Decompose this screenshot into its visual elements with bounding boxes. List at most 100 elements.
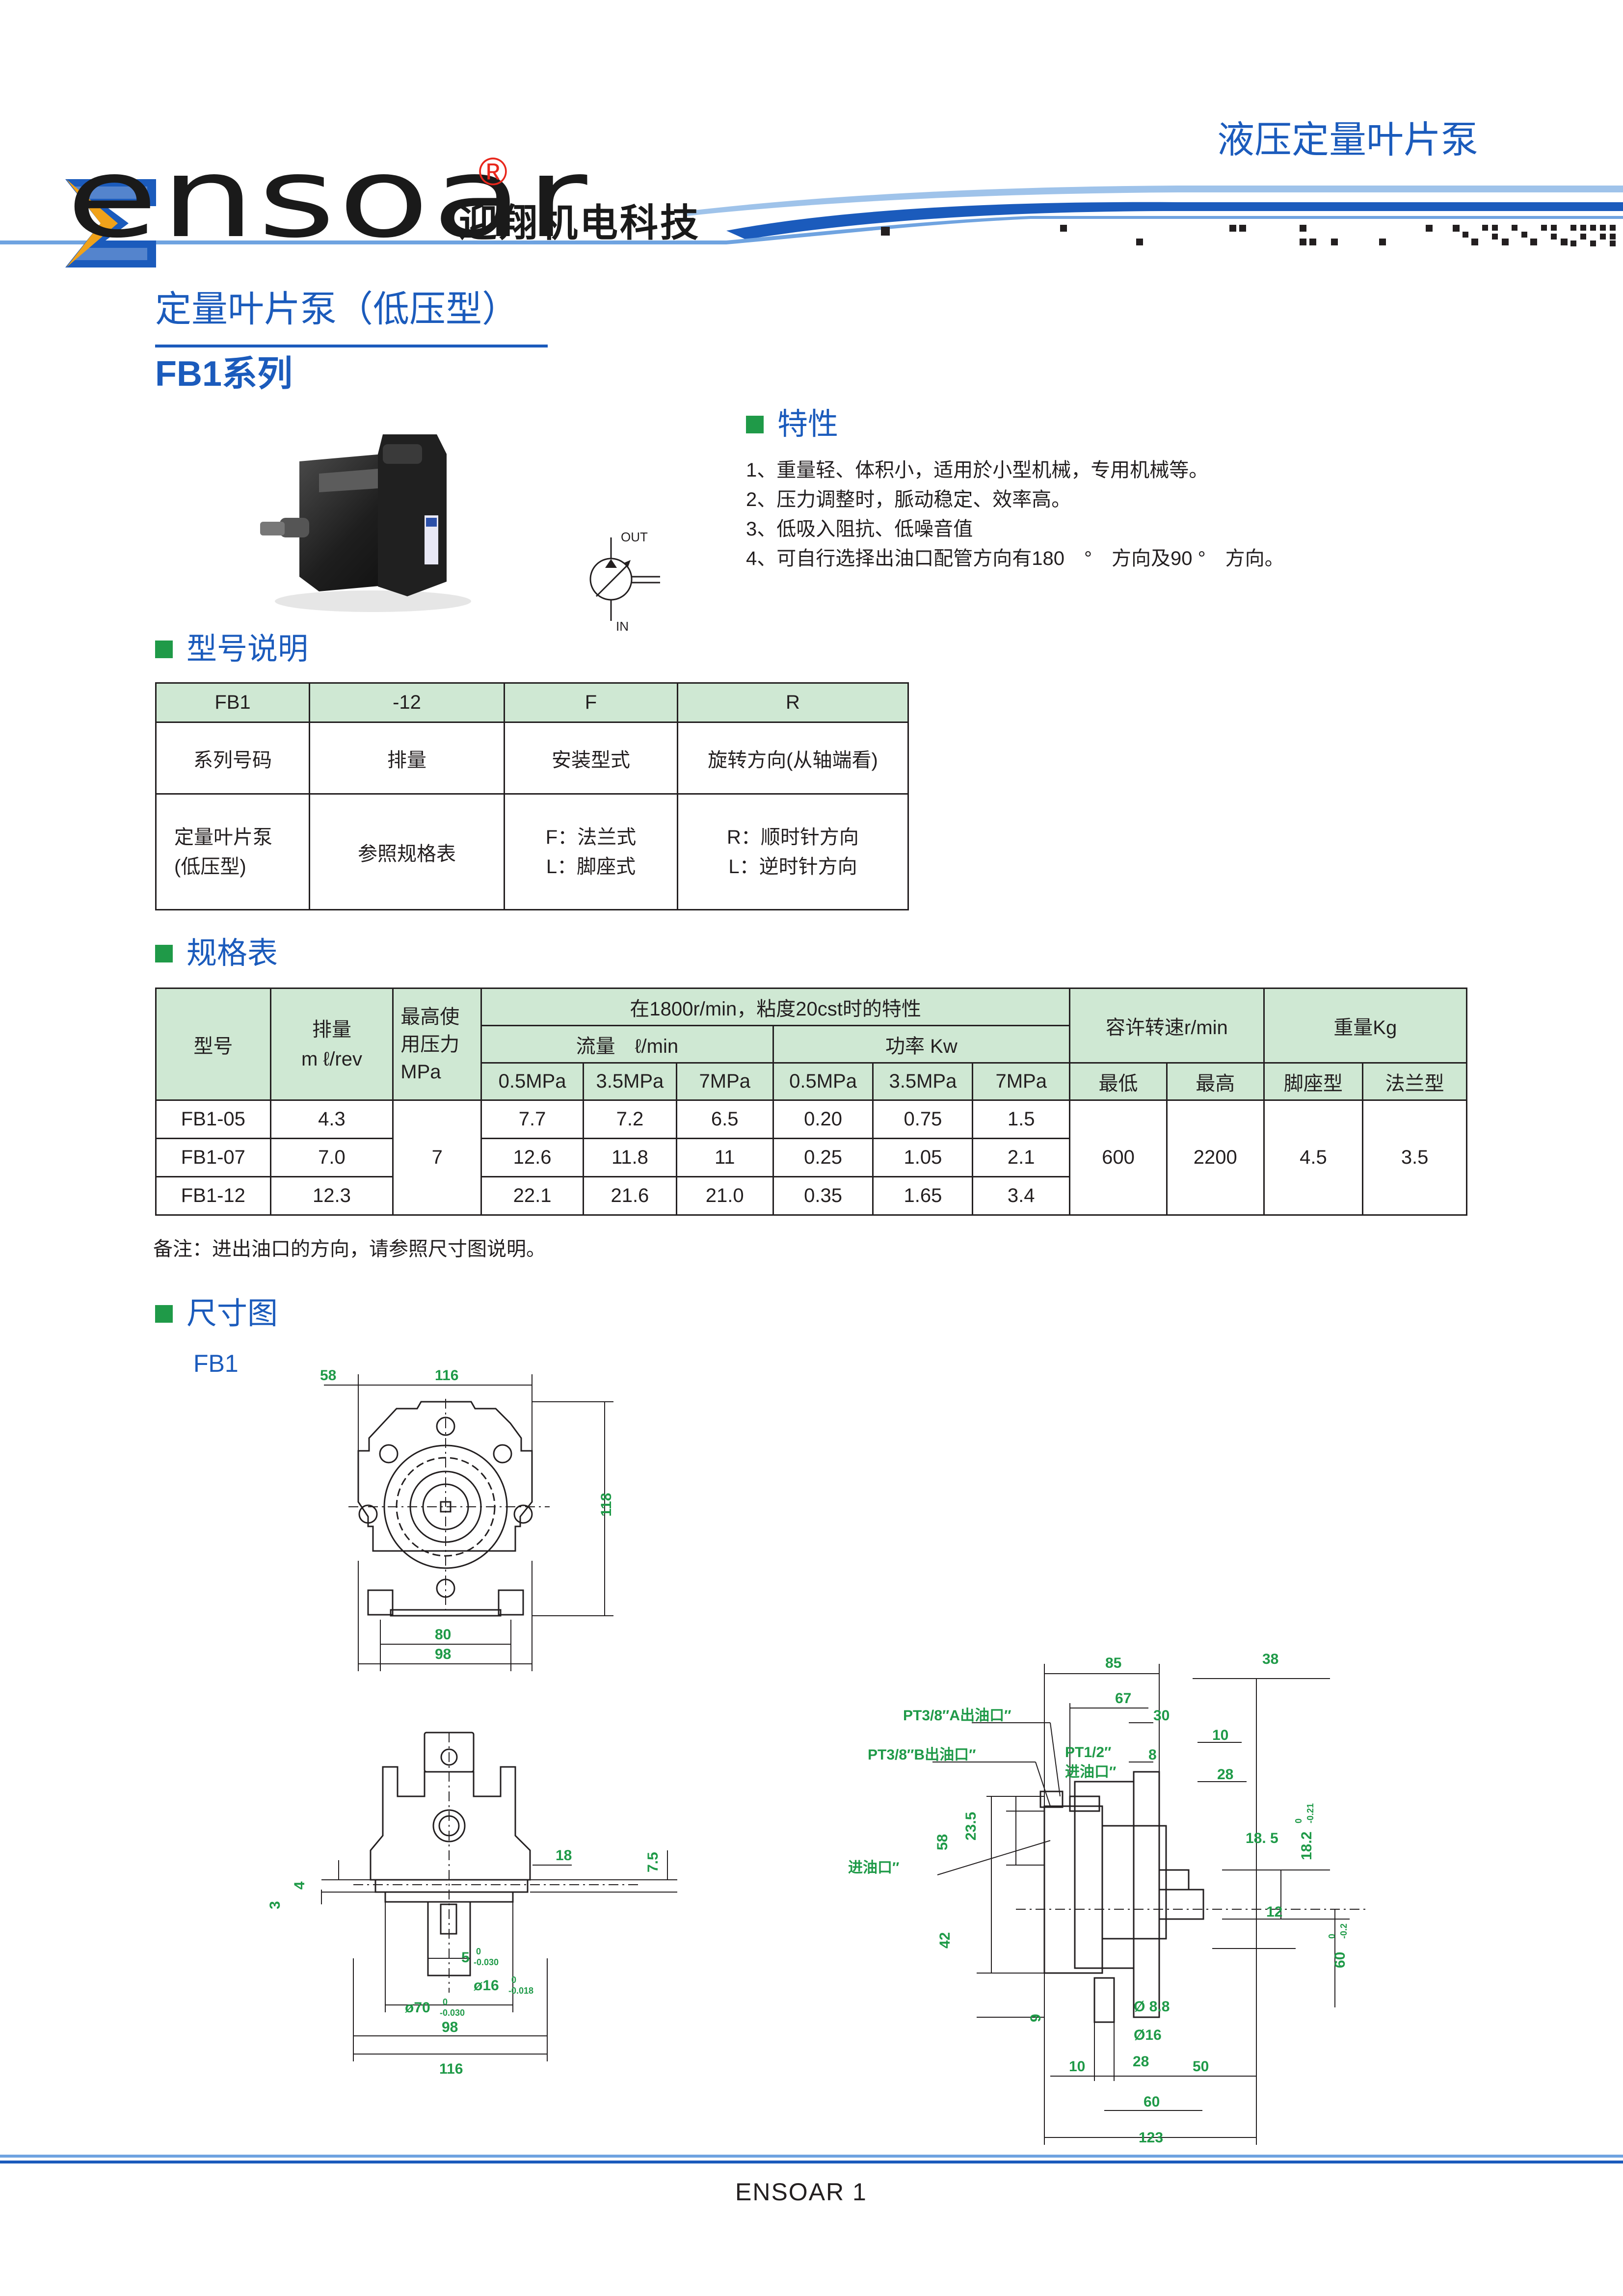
meaning-displacement: 排量 xyxy=(309,721,505,795)
dim-116-b: 116 xyxy=(439,2061,463,2077)
tol-18-2-lower: -0.21 xyxy=(1305,1803,1315,1823)
logo-arrow-icon xyxy=(65,179,156,267)
dim-23-5: 23.5 xyxy=(963,1812,979,1841)
cell-weight-foot: 4.5 xyxy=(1263,1099,1364,1216)
dimension-heading: 尺寸图 xyxy=(155,1298,278,1330)
title-underline xyxy=(155,345,548,347)
logo-wordmark: ensoar xyxy=(66,134,590,263)
desc-rotation: R：顺时针方向 L：逆时针方向 xyxy=(677,793,909,910)
cell-power: 3.4 xyxy=(972,1176,1071,1216)
header-pixel-dots xyxy=(881,225,1616,246)
hdr-flow: 流量 ℓ/min xyxy=(480,1025,774,1064)
hdr-displacement: 排量 m ℓ/rev xyxy=(269,988,394,1101)
features-heading: 特性 xyxy=(746,408,838,441)
dim-67: 67 xyxy=(1115,1690,1131,1707)
dim-58-s: 58 xyxy=(934,1834,951,1850)
hdr-pressure: 3.5MPa xyxy=(872,1062,974,1101)
hdr-max-pressure: 最高使 用压力 MPa xyxy=(392,988,482,1101)
dim-7-5: 7.5 xyxy=(645,1852,661,1872)
cell-power: 1.65 xyxy=(872,1176,974,1216)
series-title: FB1系列 xyxy=(155,354,293,394)
feature-item: 2、压力调整时，脈动稳定、效率高。 xyxy=(746,489,1071,510)
header-graphics xyxy=(0,179,1623,267)
tol-shaft-16-upper: 0 xyxy=(511,1975,516,1985)
hdr-weight: 重量Kg xyxy=(1263,988,1468,1064)
product-title: 定量叶片泵（低压型） xyxy=(155,289,518,329)
feature-item: 1、重量轻、体积小，适用於小型机械，专用机械等。 xyxy=(746,459,1209,481)
hdr-pressure: 0.5MPa xyxy=(480,1062,584,1101)
dim-98-b: 98 xyxy=(442,2019,458,2035)
symbol-out-label: OUT xyxy=(621,530,648,544)
dim-18-2: 18.2 xyxy=(1299,1832,1315,1860)
label-inlet: 进油口″ xyxy=(848,1860,899,1876)
cell-power: 1.5 xyxy=(972,1099,1071,1139)
hdr-pressure: 7MPa xyxy=(675,1062,774,1101)
dim-85: 85 xyxy=(1105,1655,1121,1671)
spec-heading: 规格表 xyxy=(155,937,278,970)
model-code-heading: 型号说明 xyxy=(155,633,308,666)
dim-pilot-70: ø70 xyxy=(405,2000,430,2016)
label-pt12: PT1/2″ xyxy=(1065,1744,1111,1761)
side-view-drawing: 85 67 30 8 38 10 28 23.5 58 42 18. 5 18.… xyxy=(848,1651,1369,2145)
dim-12: 12 xyxy=(1266,1904,1282,1920)
dim-116: 116 xyxy=(435,1367,458,1384)
cell-flow: 11.8 xyxy=(582,1138,677,1177)
cell-power: 0.25 xyxy=(772,1138,874,1177)
code-rotation: R xyxy=(677,682,909,723)
dim-9: 9 xyxy=(1028,2014,1044,2022)
hdr-pressure: 7MPa xyxy=(972,1062,1071,1101)
hdr-speed: 容许转速r/min xyxy=(1069,988,1265,1064)
symbol-in-label: IN xyxy=(616,619,629,634)
dim-28: 28 xyxy=(1217,1766,1233,1783)
cell-flow: 11 xyxy=(675,1138,774,1177)
model-code-table: FB1 -12 F R 系列号码 排量 安装型式 旋转方向(从轴端看) 定量叶片… xyxy=(155,682,909,910)
dim-58: 58 xyxy=(320,1367,336,1384)
label-port-b: PT3/8″B出油口″ xyxy=(868,1747,976,1763)
cell-flow: 7.2 xyxy=(582,1099,677,1139)
feature-item: 3、低吸入阻抗、低噪音值 xyxy=(746,518,973,540)
hdr-speed-min: 最低 xyxy=(1069,1062,1168,1101)
registered-mark: ® xyxy=(479,150,507,193)
cell-model: FB1-12 xyxy=(155,1176,271,1216)
dim-60: 60 xyxy=(1144,2094,1160,2110)
cell-flow: 21.0 xyxy=(675,1176,774,1216)
desc-series: 定量叶片泵 (低压型) xyxy=(155,793,310,910)
hdr-speed-max: 最高 xyxy=(1166,1062,1265,1101)
cell-displacement: 7.0 xyxy=(269,1138,394,1177)
cell-displacement: 12.3 xyxy=(269,1176,394,1216)
outlet-arrow-icon xyxy=(605,559,617,568)
label-pt12-inlet: 进油口″ xyxy=(1065,1764,1116,1780)
tol-key-5-lower: -0.030 xyxy=(474,1957,499,1967)
pump-photo xyxy=(260,434,471,612)
features-list: 1、重量轻、体积小，适用於小型机械，专用机械等。 2、压力调整时，脈动稳定、效率… xyxy=(746,455,1284,573)
hdr-pressure: 3.5MPa xyxy=(582,1062,677,1101)
company-name-cn: 迎翔机电科技 xyxy=(459,201,701,244)
tol-60-upper: 0 xyxy=(1327,1934,1337,1939)
header-rule-left xyxy=(0,216,1623,244)
header-swoosh-light xyxy=(687,186,1623,216)
desc-displacement: 参照规格表 xyxy=(309,793,505,910)
cell-flow: 21.6 xyxy=(582,1176,677,1216)
dim-18: 18 xyxy=(556,1847,572,1864)
dim-8-8: Ø 8.8 xyxy=(1134,1999,1170,2015)
dim-118: 118 xyxy=(598,1493,614,1517)
meaning-series: 系列号码 xyxy=(155,721,310,795)
cell-speed-min: 600 xyxy=(1069,1099,1168,1216)
label-port-a: PT3/8″A出油口″ xyxy=(903,1708,1011,1724)
cell-flow: 12.6 xyxy=(480,1138,584,1177)
dim-key-5: 5 xyxy=(461,1949,470,1966)
footer-page-label: ENSOAR 1 xyxy=(735,2178,867,2206)
dim-3: 3 xyxy=(267,1901,283,1909)
meaning-mount: 安装型式 xyxy=(504,721,678,795)
cell-flow: 22.1 xyxy=(480,1176,584,1216)
cell-power: 1.05 xyxy=(872,1138,974,1177)
dim-38: 38 xyxy=(1262,1651,1278,1667)
meaning-rotation: 旋转方向(从轴端看) xyxy=(677,721,909,795)
front-view-drawing: 58 116 80 98 118 xyxy=(320,1367,614,1671)
desc-mount: F：法兰式 L：脚座式 xyxy=(504,793,678,910)
cell-displacement: 4.3 xyxy=(269,1099,394,1139)
dim-42: 42 xyxy=(937,1932,953,1949)
cell-max-pressure: 7 xyxy=(392,1099,482,1216)
hdr-weight-foot: 脚座型 xyxy=(1263,1062,1364,1101)
